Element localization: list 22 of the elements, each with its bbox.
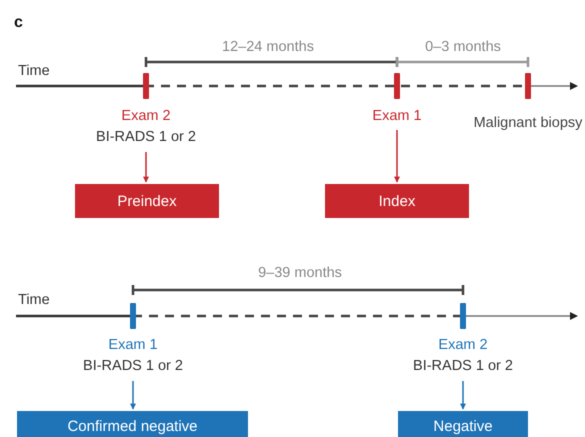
exam-label: Exam 1 <box>372 107 422 126</box>
axis-label: Time <box>18 291 50 309</box>
category-box: Index <box>325 184 469 218</box>
category-box: Confirmed negative <box>17 411 248 437</box>
score-label: BI-RADS 1 or 2 <box>96 128 196 147</box>
axis-label: Time <box>18 62 50 80</box>
exam-label: Exam 2 <box>438 336 488 355</box>
category-box: Negative <box>398 411 528 437</box>
panel-label: c <box>14 14 23 32</box>
arrow <box>143 152 149 183</box>
score-label: BI-RADS 1 or 2 <box>83 357 183 376</box>
interval-label: 9–39 months <box>257 264 343 282</box>
exam-label: Exam 1 <box>108 336 158 355</box>
category-box: Preindex <box>75 184 219 218</box>
arrow <box>394 130 400 183</box>
interval-label: 12–24 months <box>221 38 315 56</box>
interval-label: 0–3 months <box>424 38 502 56</box>
score-label: BI-RADS 1 or 2 <box>413 357 513 376</box>
arrow <box>130 381 136 410</box>
event-label: Malignant biopsy <box>472 114 584 132</box>
arrow <box>460 381 466 410</box>
exam-label: Exam 2 <box>121 107 171 126</box>
